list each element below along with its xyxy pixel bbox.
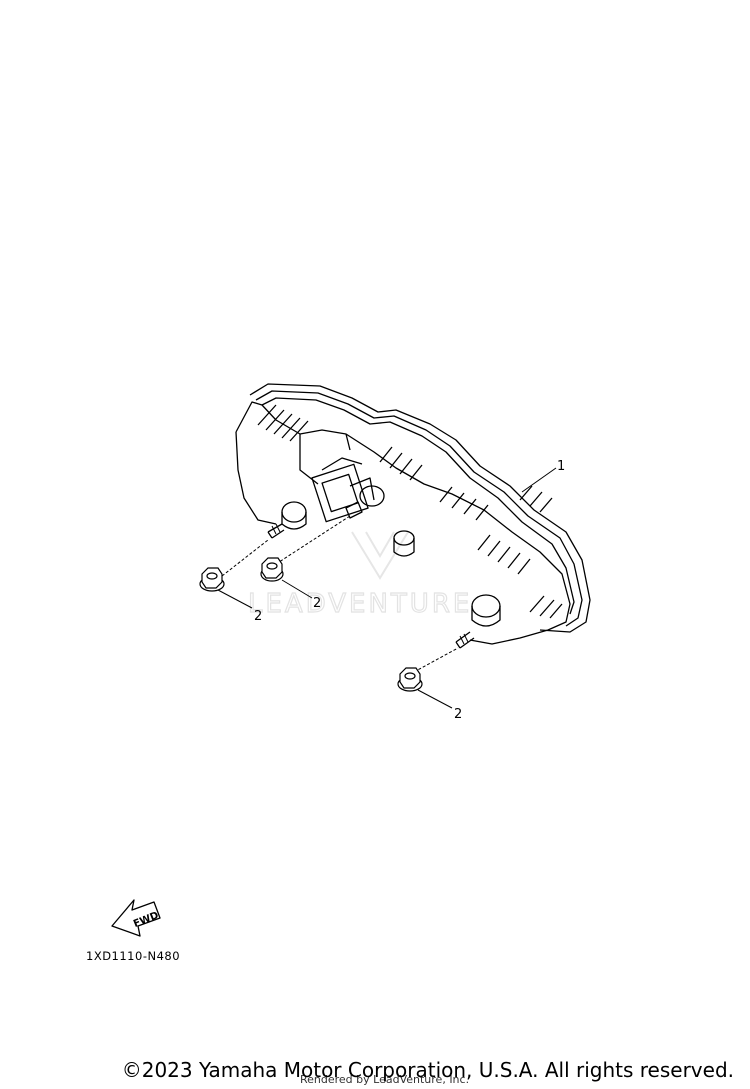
watermark-text: LEADVENTURE (248, 589, 472, 619)
callout-1[interactable]: 1 (557, 459, 565, 474)
callout-2[interactable]: 2 (254, 609, 262, 624)
leader-lines (217, 467, 557, 709)
flange-nut[interactable] (397, 667, 423, 692)
part-code: 1XD1110-N480 (86, 949, 181, 963)
meter-assembly[interactable] (235, 383, 591, 649)
rendered-by-text: Rendered by LeadVenture, Inc. (300, 1073, 470, 1086)
leadventure-watermark: LEADVENTURE (247, 531, 472, 620)
fwd-arrow-icon: FWD (111, 899, 161, 937)
callout-2[interactable]: 2 (454, 707, 462, 722)
flange-nut[interactable] (199, 567, 225, 592)
callout-2[interactable]: 2 (313, 596, 321, 611)
copyright-text: ©2023 Yamaha Motor Corporation, U.S.A. A… (121, 1058, 734, 1082)
flange-nut[interactable] (260, 557, 284, 582)
